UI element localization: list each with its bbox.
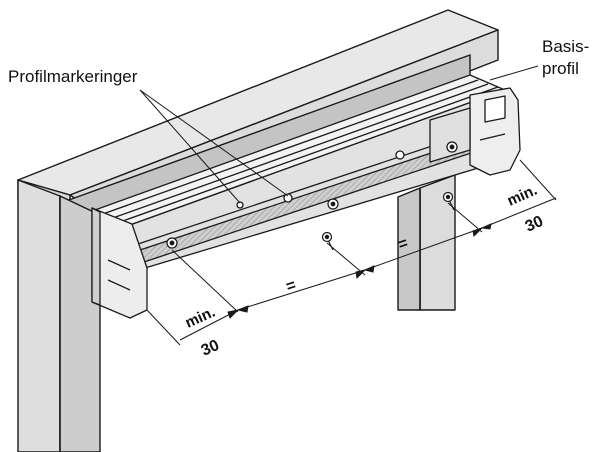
arrow-3 [355, 269, 367, 280]
right-cap-clip [484, 95, 506, 123]
screw-center-lower [321, 231, 334, 251]
screws [321, 191, 455, 251]
ext-line-left-outer [146, 309, 181, 346]
dim-left-value: 30 [199, 337, 222, 360]
dim-equal-left: = [284, 277, 298, 296]
profile-marking-right [395, 150, 405, 160]
arrow-2 [236, 305, 249, 313]
base-profile [94, 74, 506, 269]
left-screw-center [169, 240, 175, 246]
left-cap-slot-1 [107, 259, 131, 271]
leader-profile-markings-2 [139, 89, 289, 197]
right-cap-body [469, 87, 521, 176]
arrow-5 [472, 227, 483, 238]
ext-line-left-screw [171, 249, 239, 313]
profile-rib-3 [119, 86, 499, 223]
profile-rib-1 [99, 79, 479, 216]
right-screw-center-upper [449, 144, 455, 150]
window-frame [17, 9, 499, 452]
arrow-4 [363, 265, 375, 273]
dim-right-value: 30 [523, 213, 546, 236]
screw-right-lower [442, 191, 455, 211]
ext-line-right-screw [447, 202, 483, 233]
label-base-profile-line2: profil [542, 59, 579, 78]
dim-line-right-min [481, 197, 557, 229]
dim-line-equal-left [237, 269, 366, 311]
right-bracket [429, 107, 471, 163]
ext-line-center [326, 242, 366, 276]
arrow-1 [227, 309, 240, 319]
frame-left-post-front [17, 179, 61, 452]
right-cap-slot [479, 133, 506, 141]
dim-line-left-min [179, 309, 239, 341]
label-base-profile-line1: Basis- [542, 37, 589, 56]
profile-marking-mid [283, 193, 293, 203]
left-cap-slot-2 [107, 279, 131, 291]
dim-left-min-label: min. [183, 304, 218, 332]
left-cap-side [91, 207, 101, 306]
screw-center-upper [327, 198, 339, 210]
ext-line-right-outer [519, 159, 557, 201]
right-end-cap [429, 87, 521, 176]
leader-base-profile [489, 65, 539, 81]
label-profile-markings: Profilmarkeringer [8, 67, 138, 86]
profile-rib-2 [109, 83, 489, 220]
dimension-lines [146, 159, 557, 346]
dim-right-min-label: min. [505, 182, 540, 210]
leader-profile-markings-1 [139, 89, 241, 204]
leader-lines [139, 65, 539, 204]
profile-groove-edge [137, 133, 469, 245]
profile-marking-left [236, 201, 244, 209]
dim-line-equal-right [364, 227, 483, 271]
arrow-6 [480, 223, 492, 230]
